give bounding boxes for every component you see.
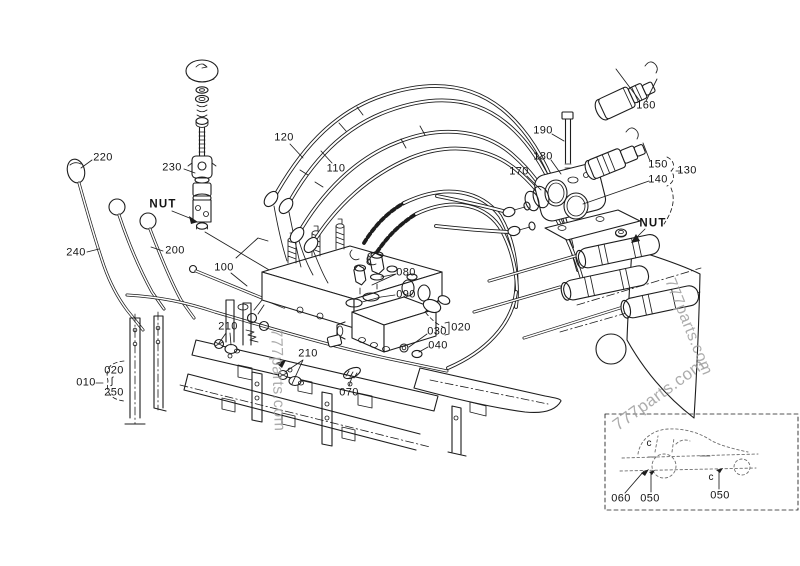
callout-240: 240 [66, 246, 86, 259]
callout-050-right: 050 [710, 489, 730, 502]
callout-leader-lines [80, 68, 682, 402]
callout-230: 230 [162, 161, 182, 174]
panel-bottom-right [413, 367, 562, 417]
callout-160: 160 [636, 99, 656, 112]
callout-nut-left: NUT [149, 198, 177, 211]
callout-170: 170 [509, 165, 529, 178]
callout-100: 100 [214, 261, 234, 274]
cylinder-assembly-right [472, 209, 702, 419]
valve-180-group [524, 61, 658, 222]
callout-070: 070 [339, 386, 359, 399]
callout-150: 150 [648, 158, 668, 171]
control-levers-left [66, 158, 449, 373]
left-flat-bars [124, 311, 167, 425]
tractor-sketch [619, 428, 759, 479]
callout-040: 040 [428, 339, 448, 352]
callout-020-valve: 020 [451, 321, 471, 334]
callout-210-upper: 210 [218, 320, 238, 333]
callout-220: 220 [93, 151, 113, 164]
callout-120: 120 [274, 131, 294, 144]
ref-letter-c-upper: c [646, 438, 652, 449]
aux-valve-020-group [326, 249, 451, 380]
ref-letter-c-lower: c [708, 472, 714, 483]
mounting-plates [179, 299, 467, 457]
callout-020-range: 020 [104, 364, 124, 377]
callout-210-lower: 210 [298, 347, 318, 360]
inset-locator-box [604, 413, 799, 511]
callout-180: 180 [533, 150, 553, 163]
callout-030: 030 [427, 325, 447, 338]
callout-010: 010 [76, 376, 96, 389]
callout-090: 090 [396, 288, 416, 301]
watermark-center: 777parts.com [267, 328, 288, 432]
callout-080: 080 [396, 266, 416, 279]
callout-110: 110 [326, 162, 346, 175]
range-through-symbol: ∫ [110, 376, 114, 387]
callout-130: 130 [677, 164, 697, 177]
callout-nut-right: NUT [639, 217, 667, 230]
callout-050-left: 050 [640, 492, 660, 505]
callout-200: 200 [165, 244, 185, 257]
callout-140: 140 [648, 173, 668, 186]
callout-060: 060 [611, 492, 631, 505]
callout-250: 250 [104, 386, 124, 399]
callout-190: 190 [533, 124, 553, 137]
lever-assembly-230 [185, 59, 282, 278]
